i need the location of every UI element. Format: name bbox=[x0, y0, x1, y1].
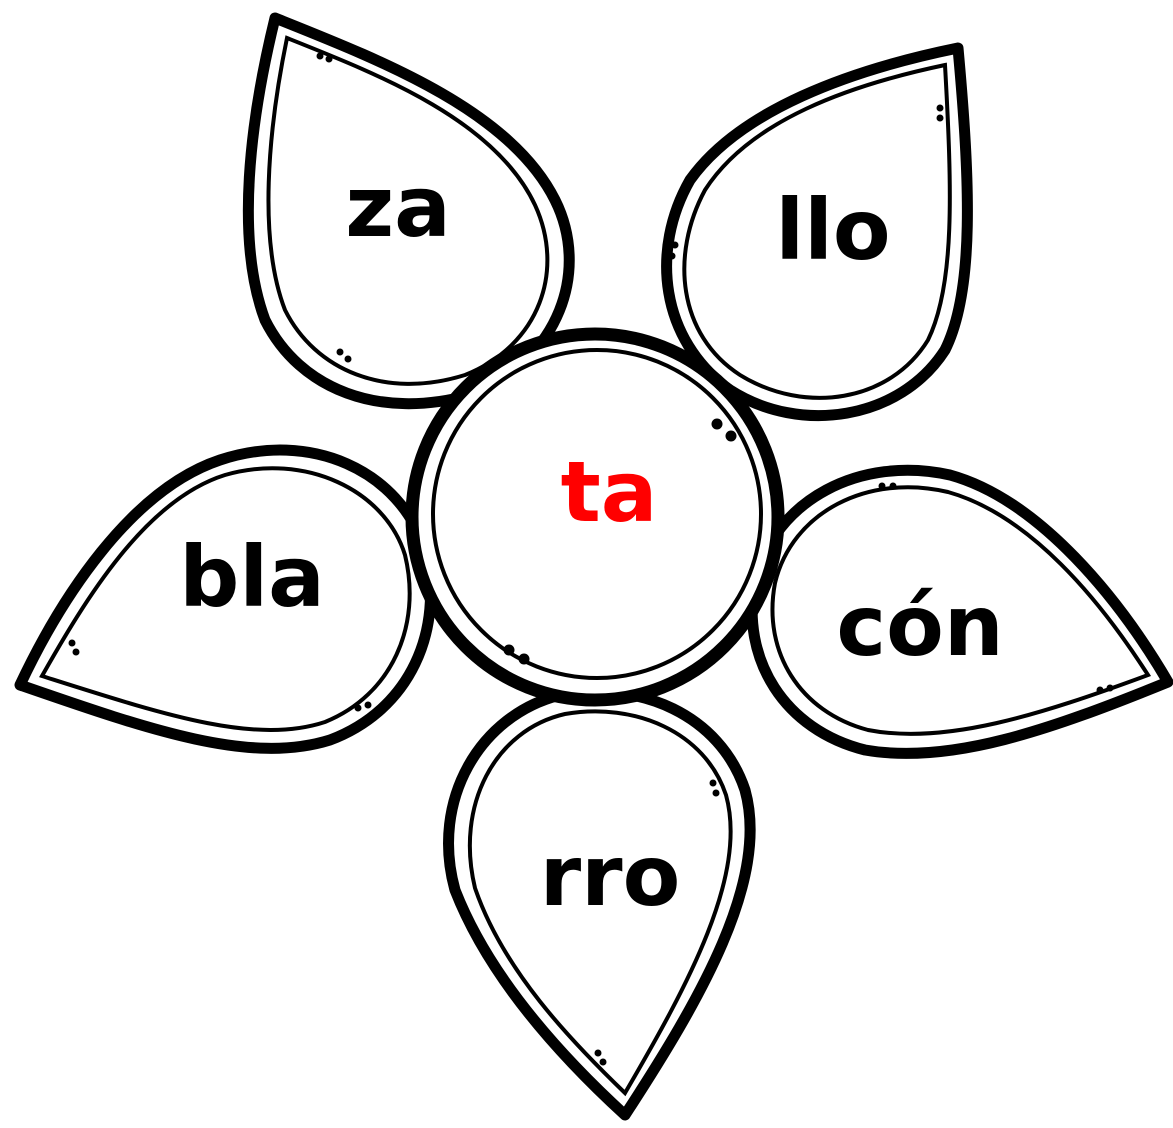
petal-syllable-rro: rro bbox=[540, 827, 681, 925]
petal-syllable-con: cón bbox=[836, 577, 1003, 675]
petal-syllable-za: za bbox=[345, 158, 451, 256]
petal-syllable-llo: llo bbox=[775, 181, 890, 279]
petal-left: bla bbox=[20, 450, 431, 748]
center-syllable-ta: ta bbox=[561, 443, 658, 541]
petal-bottom: rro bbox=[449, 692, 751, 1115]
flower-center: ta bbox=[412, 334, 778, 700]
petal-right: cón bbox=[752, 470, 1168, 753]
petal-syllable-bla: bla bbox=[179, 528, 325, 626]
petal-top-right: llo bbox=[667, 48, 968, 416]
